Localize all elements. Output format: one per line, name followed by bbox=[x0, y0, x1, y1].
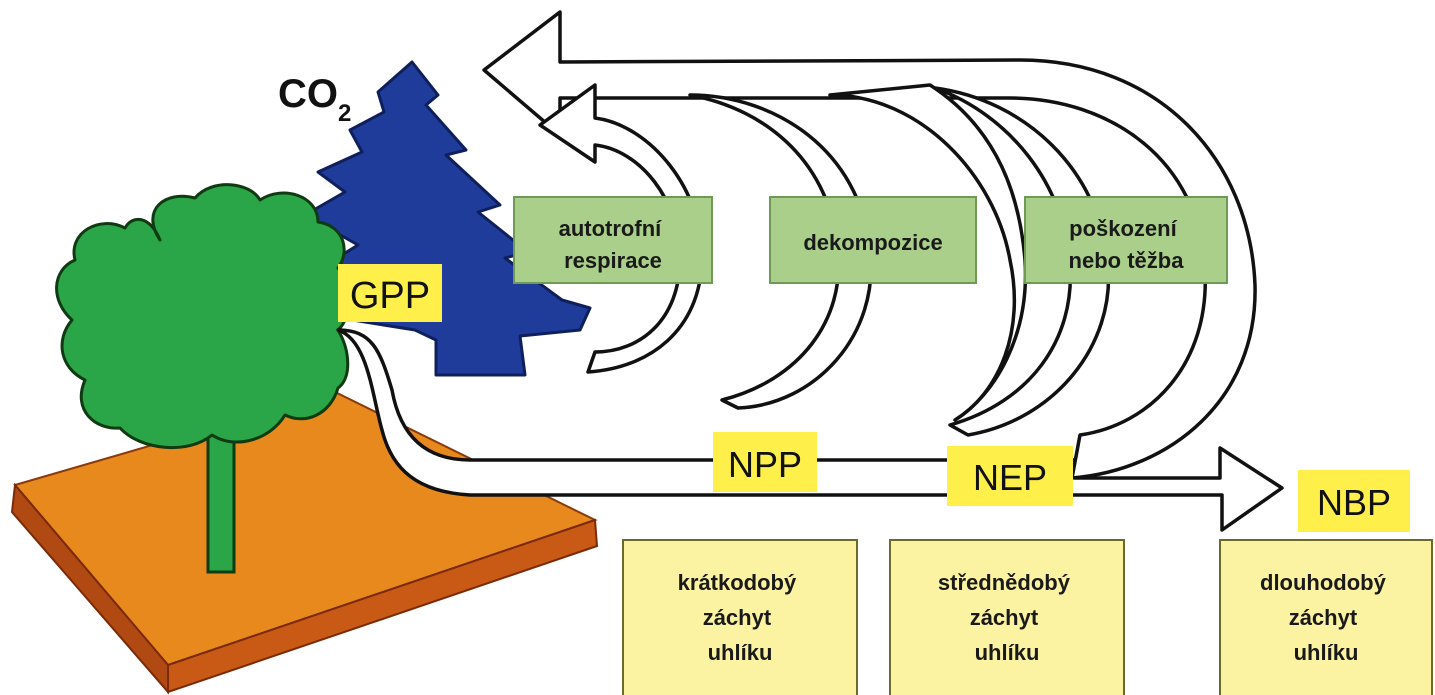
process-box-autotrophic-bg bbox=[513, 196, 713, 284]
gpp-badge: GPP bbox=[338, 264, 442, 322]
storage-short-line-1: krátkodobý bbox=[678, 570, 797, 595]
storage-box-short-bg bbox=[622, 539, 858, 695]
process-disturbance-line-2: nebo těžba bbox=[1069, 248, 1185, 273]
storage-short-line-3: uhlíku bbox=[708, 640, 773, 665]
nep-badge-bg bbox=[947, 446, 1073, 506]
process-box-decomposition: dekompozice bbox=[769, 196, 977, 284]
process-disturbance-line-1: poškození bbox=[1069, 216, 1177, 241]
process-box-autotrophic: autotrofní respirace bbox=[513, 196, 713, 284]
process-box-disturbance-bg bbox=[1024, 196, 1228, 284]
process-box-disturbance: poškození nebo těžba bbox=[1024, 196, 1228, 284]
storage-medium-line-3: uhlíku bbox=[975, 640, 1040, 665]
nep-label: NEP bbox=[973, 457, 1047, 498]
nbp-label: NBP bbox=[1317, 482, 1391, 523]
storage-box-medium: střednědobý záchyt uhlíku bbox=[889, 539, 1125, 695]
storage-box-long-bg bbox=[1219, 539, 1433, 695]
storage-long-line-3: uhlíku bbox=[1294, 640, 1359, 665]
svg-text:autotrofní respirace: autotrofní respirace bbox=[559, 216, 668, 273]
co2-subscript: 2 bbox=[338, 100, 351, 127]
storage-long-line-1: dlouhodobý bbox=[1260, 570, 1387, 595]
storage-short-line-2: záchyt bbox=[703, 605, 772, 630]
storage-long-line-2: záchyt bbox=[1289, 605, 1358, 630]
tree-crown bbox=[55, 183, 350, 450]
npp-badge: NPP bbox=[713, 432, 817, 492]
process-box-decomposition-bg bbox=[769, 196, 977, 284]
gpp-label: GPP bbox=[350, 275, 430, 317]
nbp-badge-bg bbox=[1298, 470, 1410, 532]
storage-box-short: krátkodobý záchyt uhlíku bbox=[622, 539, 858, 695]
storage-box-long: dlouhodobý záchyt uhlíku bbox=[1219, 539, 1433, 695]
process-decomposition-label: dekompozice bbox=[803, 230, 942, 255]
co2-main: CO bbox=[278, 72, 338, 116]
nbp-badge: NBP bbox=[1298, 470, 1410, 532]
svg-text:dlouhodobý záchyt: dlouhodobý záchyt uhlíku bbox=[1260, 570, 1392, 665]
soil-slab bbox=[10, 390, 599, 695]
npp-label: NPP bbox=[728, 444, 802, 485]
middle-loop-arrow bbox=[828, 83, 1028, 422]
svg-text:krátkodobý záchyt: krátkodobý záchyt uhlíku bbox=[678, 570, 803, 665]
co2-label: CO2 bbox=[278, 72, 351, 127]
storage-medium-line-1: střednědobý bbox=[938, 570, 1071, 595]
storage-medium-line-2: záchyt bbox=[970, 605, 1039, 630]
gpp-badge-bg bbox=[338, 264, 442, 322]
process-autotrophic-line-1: autotrofní bbox=[559, 216, 663, 241]
soil-front bbox=[167, 518, 599, 694]
deciduous-tree bbox=[55, 183, 350, 574]
inner-loop-arrow bbox=[538, 83, 704, 374]
npp-sweep-arrow bbox=[688, 93, 873, 410]
process-autotrophic-line-2: respirace bbox=[564, 248, 662, 273]
npp-badge-bg bbox=[713, 432, 817, 492]
svg-text:střednědobý záchyt: střednědobý záchyt uhlíku bbox=[938, 570, 1076, 665]
storage-box-medium-bg bbox=[889, 539, 1125, 695]
outer-loop-arrow bbox=[482, 10, 1257, 480]
svg-text:poškození nebo těžba: poškození nebo těžba bbox=[1069, 216, 1185, 273]
nep-badge: NEP bbox=[947, 446, 1073, 506]
